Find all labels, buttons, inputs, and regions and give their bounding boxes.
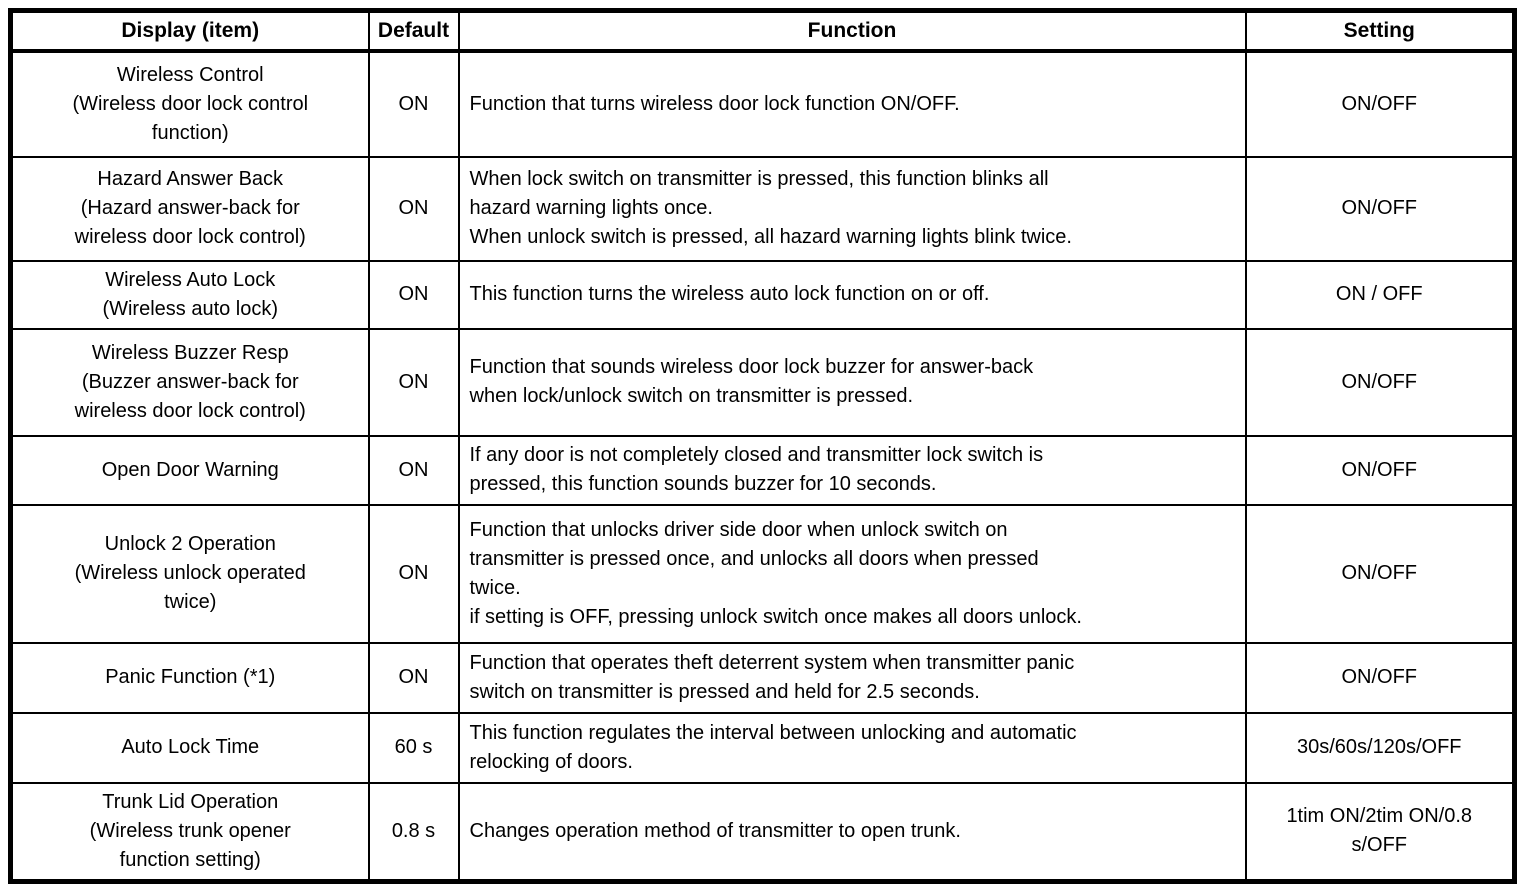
- cell-setting: ON/OFF: [1244, 641, 1516, 714]
- cell-default: ON: [367, 327, 460, 437]
- column-header-function: Function: [457, 9, 1247, 53]
- cell-display: Unlock 2 Operation (Wireless unlock oper…: [9, 503, 370, 644]
- table-header: Display (item) Default Function Setting: [9, 9, 1516, 53]
- table-row-panic-function: Panic Function (*1) ON Function that ope…: [9, 641, 1516, 714]
- table-row-auto-lock-time: Auto Lock Time 60 s This function regula…: [9, 711, 1516, 784]
- cell-function: When lock switch on transmitter is press…: [457, 155, 1247, 262]
- table-row-wireless-auto-lock: Wireless Auto Lock (Wireless auto lock) …: [9, 259, 1516, 330]
- table-row-unlock-2-operation: Unlock 2 Operation (Wireless unlock oper…: [9, 503, 1516, 644]
- wireless-function-settings-table: Display (item) Default Function Setting …: [8, 8, 1517, 884]
- cell-display: Trunk Lid Operation (Wireless trunk open…: [9, 781, 370, 882]
- table-row-wireless-control: Wireless Control (Wireless door lock con…: [9, 49, 1516, 158]
- cell-setting: ON/OFF: [1244, 434, 1516, 506]
- cell-function: If any door is not completely closed and…: [457, 434, 1247, 506]
- table-row-hazard-answer-back: Hazard Answer Back (Hazard answer-back f…: [9, 155, 1516, 262]
- cell-function: Function that sounds wireless door lock …: [457, 327, 1247, 437]
- cell-default: ON: [367, 259, 460, 330]
- cell-setting: ON/OFF: [1244, 155, 1516, 262]
- cell-display: Wireless Auto Lock (Wireless auto lock): [9, 259, 370, 330]
- cell-function: Changes operation method of transmitter …: [457, 781, 1247, 882]
- cell-setting: ON/OFF: [1244, 327, 1516, 437]
- cell-display: Panic Function (*1): [9, 641, 370, 714]
- cell-function: Function that turns wireless door lock f…: [457, 49, 1247, 158]
- cell-function: Function that operates theft deterrent s…: [457, 641, 1247, 714]
- cell-display: Open Door Warning: [9, 434, 370, 506]
- cell-setting: ON/OFF: [1244, 49, 1516, 158]
- cell-display: Wireless Control (Wireless door lock con…: [9, 49, 370, 158]
- table-row-wireless-buzzer-resp: Wireless Buzzer Resp (Buzzer answer-back…: [9, 327, 1516, 437]
- cell-function: Function that unlocks driver side door w…: [457, 503, 1247, 644]
- column-header-setting: Setting: [1244, 9, 1516, 53]
- cell-function: This function turns the wireless auto lo…: [457, 259, 1247, 330]
- cell-default: ON: [367, 503, 460, 644]
- cell-setting: 30s/60s/120s/OFF: [1244, 711, 1516, 784]
- cell-setting: ON/OFF: [1244, 503, 1516, 644]
- cell-default: ON: [367, 155, 460, 262]
- cell-display: Auto Lock Time: [9, 711, 370, 784]
- cell-default: ON: [367, 49, 460, 158]
- cell-default: 60 s: [367, 711, 460, 784]
- column-header-display-item: Display (item): [9, 9, 370, 53]
- cell-setting: 1tim ON/2tim ON/0.8 s/OFF: [1244, 781, 1516, 882]
- cell-default: ON: [367, 434, 460, 506]
- document-page: Display (item) Default Function Setting …: [0, 8, 1520, 886]
- column-header-default: Default: [367, 9, 460, 53]
- cell-default: ON: [367, 641, 460, 714]
- cell-setting: ON / OFF: [1244, 259, 1516, 330]
- cell-display: Hazard Answer Back (Hazard answer-back f…: [9, 155, 370, 262]
- cell-default: 0.8 s: [367, 781, 460, 882]
- table-body: Wireless Control (Wireless door lock con…: [9, 49, 1516, 882]
- cell-display: Wireless Buzzer Resp (Buzzer answer-back…: [9, 327, 370, 437]
- header-row: Display (item) Default Function Setting: [9, 9, 1516, 53]
- table-row-trunk-lid-operation: Trunk Lid Operation (Wireless trunk open…: [9, 781, 1516, 882]
- table-row-open-door-warning: Open Door Warning ON If any door is not …: [9, 434, 1516, 506]
- cell-function: This function regulates the interval bet…: [457, 711, 1247, 784]
